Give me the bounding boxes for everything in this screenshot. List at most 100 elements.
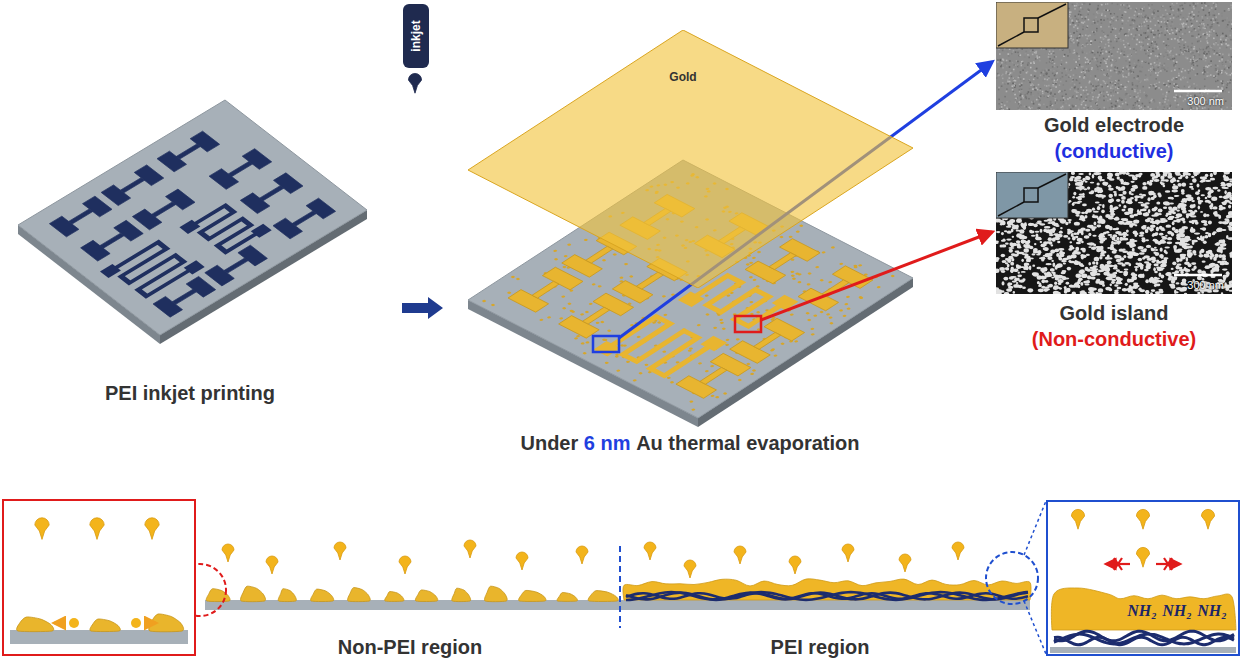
gold-grain xyxy=(553,258,558,261)
film-grain xyxy=(1060,69,1062,71)
film-grain xyxy=(1172,55,1174,57)
gold-grain xyxy=(737,378,742,381)
electrode-part xyxy=(100,233,124,248)
film-grain xyxy=(1208,63,1210,65)
film-grain xyxy=(1078,16,1080,18)
gold-grain xyxy=(752,278,757,281)
film-grain xyxy=(1097,85,1099,87)
film-grain xyxy=(1129,5,1131,7)
gold-grain xyxy=(539,318,544,321)
film-grain xyxy=(1129,48,1131,50)
diffusion-arrow xyxy=(144,622,156,625)
film-grain xyxy=(1225,39,1227,41)
film-grain xyxy=(1135,50,1137,52)
film-grain xyxy=(1017,66,1019,68)
film-grain xyxy=(1225,61,1227,63)
film-grain xyxy=(1154,16,1156,18)
electrode-pad xyxy=(678,292,705,307)
film-grain xyxy=(1179,23,1181,25)
film-grain xyxy=(1175,56,1177,58)
film-grain xyxy=(1077,4,1079,6)
film-grain xyxy=(1011,72,1013,74)
film-grain xyxy=(1091,69,1093,71)
gold-grain xyxy=(619,276,624,279)
film-grain xyxy=(1131,33,1133,35)
film-grain xyxy=(1120,88,1122,90)
film-grain xyxy=(1053,85,1055,87)
film-grain xyxy=(1105,9,1107,11)
gold-island xyxy=(311,589,334,601)
gold-grain xyxy=(819,279,824,282)
film-grain xyxy=(1220,51,1222,53)
film-grain xyxy=(1126,49,1128,51)
film-grain xyxy=(1122,27,1124,29)
film-grain xyxy=(1194,48,1196,50)
gold-grain xyxy=(607,329,612,332)
film-grain xyxy=(1197,3,1199,5)
film-grain xyxy=(1191,63,1193,65)
film-grain xyxy=(1012,82,1014,84)
film-grain xyxy=(1123,65,1125,67)
film-grain xyxy=(1059,49,1061,51)
film-grain xyxy=(1073,106,1075,108)
film-grain xyxy=(1230,80,1232,82)
film-grain xyxy=(1127,43,1129,45)
process-arrow xyxy=(402,297,443,319)
film-grain xyxy=(1073,74,1075,76)
film-grain xyxy=(1025,53,1027,55)
film-grain xyxy=(1205,110,1207,111)
film-grain xyxy=(1213,38,1215,40)
film-grain xyxy=(1110,44,1112,46)
film-grain xyxy=(1122,23,1124,25)
film-grain xyxy=(1082,29,1084,31)
film-grain xyxy=(1193,108,1195,110)
film-grain xyxy=(1028,98,1030,100)
droplet xyxy=(576,546,588,564)
film-grain xyxy=(1106,66,1108,68)
film-grain xyxy=(1062,76,1064,78)
film-grain xyxy=(1092,52,1094,54)
film-grain xyxy=(1221,109,1223,110)
film-grain xyxy=(1157,16,1159,18)
film-grain xyxy=(1019,52,1021,54)
gold-island xyxy=(452,588,471,601)
film-grain xyxy=(1076,18,1078,20)
film-grain xyxy=(1090,100,1092,102)
film-grain xyxy=(1177,12,1179,14)
film-grain xyxy=(1173,21,1175,23)
film-grain xyxy=(1222,73,1224,75)
film-grain xyxy=(1060,64,1062,66)
film-grain xyxy=(1143,6,1145,8)
film-grain xyxy=(1075,90,1077,92)
film-grain xyxy=(1163,17,1165,19)
film-grain xyxy=(1200,36,1202,38)
gold-grain xyxy=(644,363,649,366)
film-grain xyxy=(1078,65,1080,67)
film-grain xyxy=(1115,86,1117,88)
film-grain xyxy=(1136,65,1138,67)
film-grain xyxy=(1133,18,1135,20)
film-grain xyxy=(1140,34,1142,36)
film-grain xyxy=(1058,67,1060,69)
film-grain xyxy=(1141,28,1143,30)
film-grain xyxy=(1191,67,1193,69)
film-grain xyxy=(1063,99,1065,101)
film-grain xyxy=(1001,62,1003,64)
film-grain xyxy=(1001,85,1003,87)
film-grain xyxy=(1191,17,1193,19)
film-grain xyxy=(1194,59,1196,61)
pei-chain xyxy=(626,593,1028,599)
film-grain xyxy=(1195,3,1197,5)
film-grain xyxy=(1156,22,1158,24)
film-grain xyxy=(1050,60,1052,62)
film-grain xyxy=(1190,59,1192,61)
film-grain xyxy=(1077,29,1079,31)
gold-grain xyxy=(890,274,895,277)
film-grain xyxy=(1123,4,1125,6)
film-grain xyxy=(1055,74,1057,76)
film-grain xyxy=(1103,9,1105,11)
film-grain xyxy=(1117,19,1119,21)
film-grain xyxy=(1093,109,1095,110)
film-grain xyxy=(1072,81,1074,83)
film-grain xyxy=(1086,64,1088,66)
